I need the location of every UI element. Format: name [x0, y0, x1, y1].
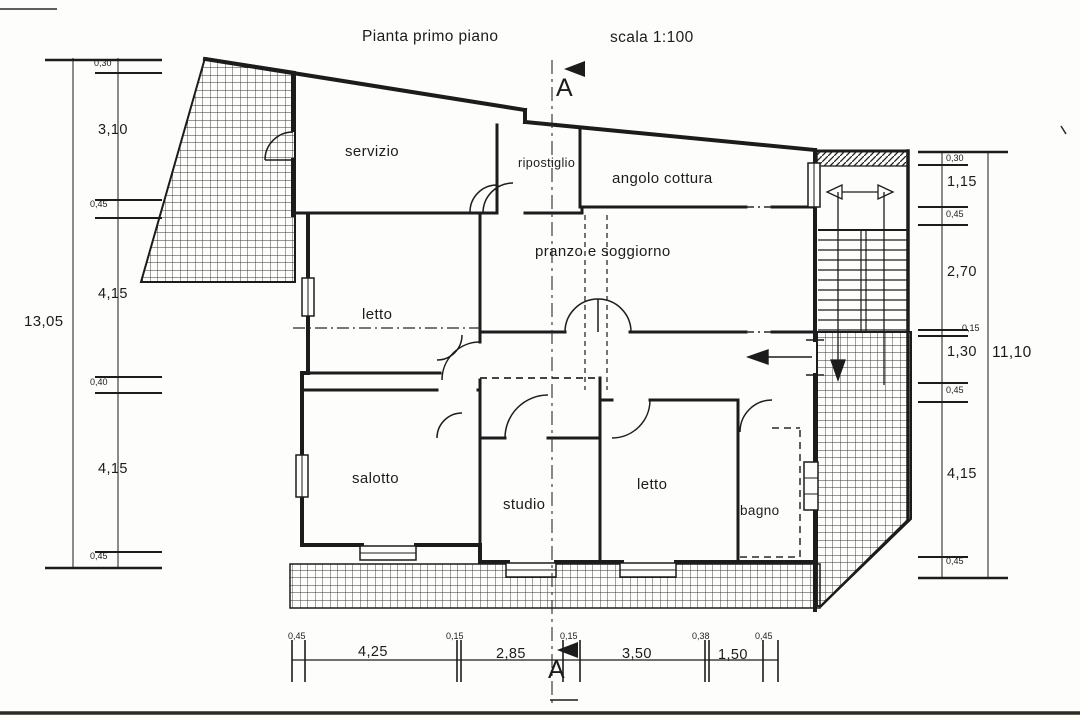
dim-right-0: 0,30 [946, 153, 964, 163]
dim-left-2: 0,45 [90, 199, 108, 209]
terrace-top-left [139, 56, 296, 283]
room-label-angolo-cottura: angolo cottura [612, 170, 713, 187]
room-label-salotto: salotto [352, 470, 399, 487]
page-title: Pianta primo piano [362, 28, 499, 45]
dim-bottom-6: 0,38 [692, 631, 710, 641]
dim-bottom-3: 2,85 [496, 646, 526, 662]
section-arrow-bottom-icon [550, 642, 578, 701]
dim-left-total: 13,05 [24, 313, 64, 330]
room-label-studio: studio [503, 496, 546, 513]
room-label-letto-1: letto [362, 306, 393, 323]
dimension-lines-left [45, 58, 162, 570]
scale-label: scala 1:100 [610, 29, 694, 46]
dim-right-4: 0,15 [962, 323, 980, 333]
dim-bottom-8: 0,45 [755, 631, 773, 641]
dim-right-2: 0,45 [946, 209, 964, 219]
room-label-pranzo-soggiorno: pranzo e soggiorno [535, 243, 671, 260]
exterior-walls [202, 56, 818, 612]
scan-marks [0, 8, 1080, 715]
wall-hatch-stair-top [816, 150, 909, 167]
dim-right-8: 0,45 [946, 556, 964, 566]
dim-left-3: 4,15 [98, 286, 128, 302]
door-arcs [264, 131, 773, 439]
staircase [818, 229, 908, 332]
section-label-bottom: A [548, 656, 566, 684]
dim-right-6: 0,45 [946, 385, 964, 395]
dashed-lines [293, 60, 801, 708]
dim-left-6: 0,45 [90, 551, 108, 561]
dim-bottom-7: 1,50 [718, 647, 748, 663]
dim-left-4: 0,40 [90, 377, 108, 387]
room-label-bagno: bagno [740, 503, 780, 518]
dimension-lines-bottom [291, 640, 779, 682]
dimension-lines-right [918, 150, 1008, 580]
stair-direction-arrows-icon [825, 183, 895, 385]
dim-right-3: 2,70 [947, 264, 977, 280]
stairwell-walls [813, 149, 910, 608]
windows [295, 162, 824, 578]
dim-bottom-1: 4,25 [358, 644, 388, 660]
room-label-servizio: servizio [345, 143, 400, 160]
dim-bottom-5: 3,50 [622, 646, 652, 662]
dim-right-5: 1,30 [947, 344, 977, 360]
dim-left-5: 4,15 [98, 461, 128, 477]
dim-bottom-0: 0,45 [288, 631, 306, 641]
room-label-ripostiglio: ripostiglio [518, 156, 576, 170]
dim-bottom-2: 0,15 [446, 631, 464, 641]
section-label-top: A [556, 74, 574, 102]
room-label-letto-2: letto [637, 476, 668, 493]
dim-bottom-4: 0,15 [560, 631, 578, 641]
interior-walls [291, 123, 817, 564]
dim-left-1: 3,10 [98, 122, 128, 138]
entry-arrow-icon [745, 349, 812, 365]
dim-right-1: 1,15 [947, 174, 977, 190]
dim-right-total: 11,10 [992, 344, 1032, 361]
dim-right-7: 4,15 [947, 466, 977, 482]
dim-left-0: 0,30 [94, 58, 112, 68]
section-arrow-top-icon [564, 61, 585, 77]
